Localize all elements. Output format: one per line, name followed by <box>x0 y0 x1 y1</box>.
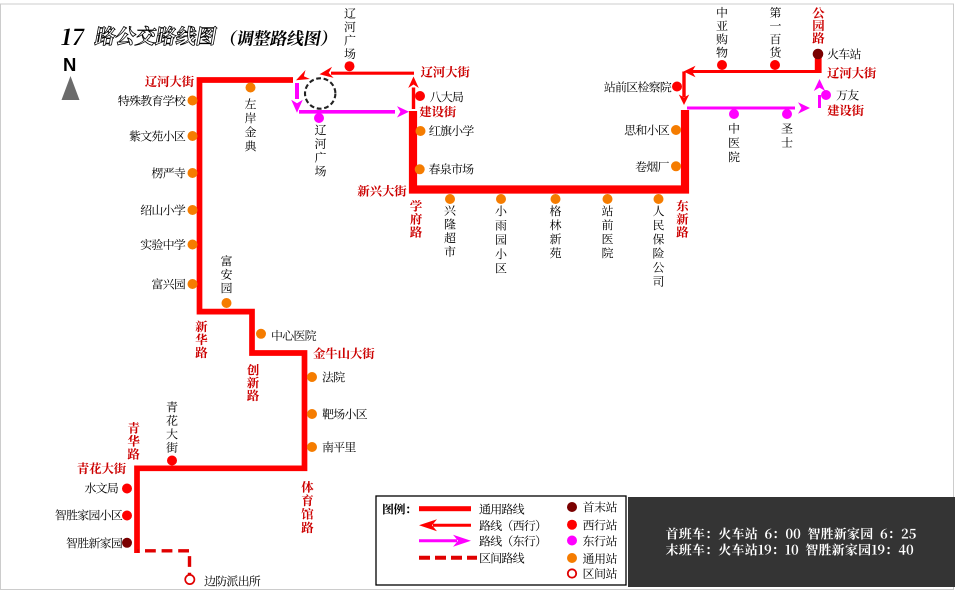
svg-text:N: N <box>63 54 76 75</box>
